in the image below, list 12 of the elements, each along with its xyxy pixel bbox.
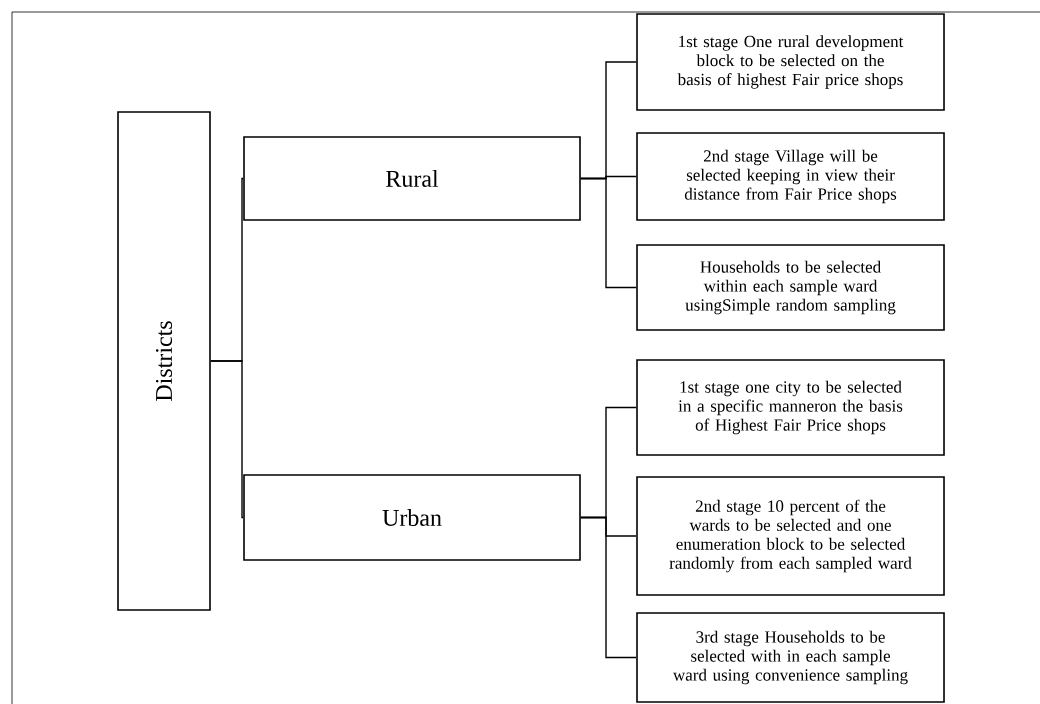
category-box: Urban xyxy=(243,474,581,561)
connector-line xyxy=(580,516,637,659)
stage-box: 3rd stage Households to be selected with in each sample ward using convenience sampling xyxy=(636,612,945,703)
stage-box: 2nd stage 10 percent of the wards to be selected and one enumeration block to be selected randomly from each sampled ward xyxy=(636,476,945,596)
connector-line xyxy=(210,360,244,519)
stage-box: 1st stage one city to be selected in a specific manneron the basis of Highest Fair Price shops xyxy=(636,359,945,456)
stage-box: 1st stage One rural development block to be selected on the basis of highest Fair price shops xyxy=(636,13,945,111)
category-box: Districts xyxy=(117,111,211,611)
connector-line xyxy=(580,177,637,289)
stage-box: Households to be selected within each sample ward usingSimple random sampling xyxy=(636,244,945,331)
category-box: Rural xyxy=(243,136,581,221)
stage-box: 2nd stage Village will be selected keeping in view their distance from Fair Price shops xyxy=(636,132,945,221)
